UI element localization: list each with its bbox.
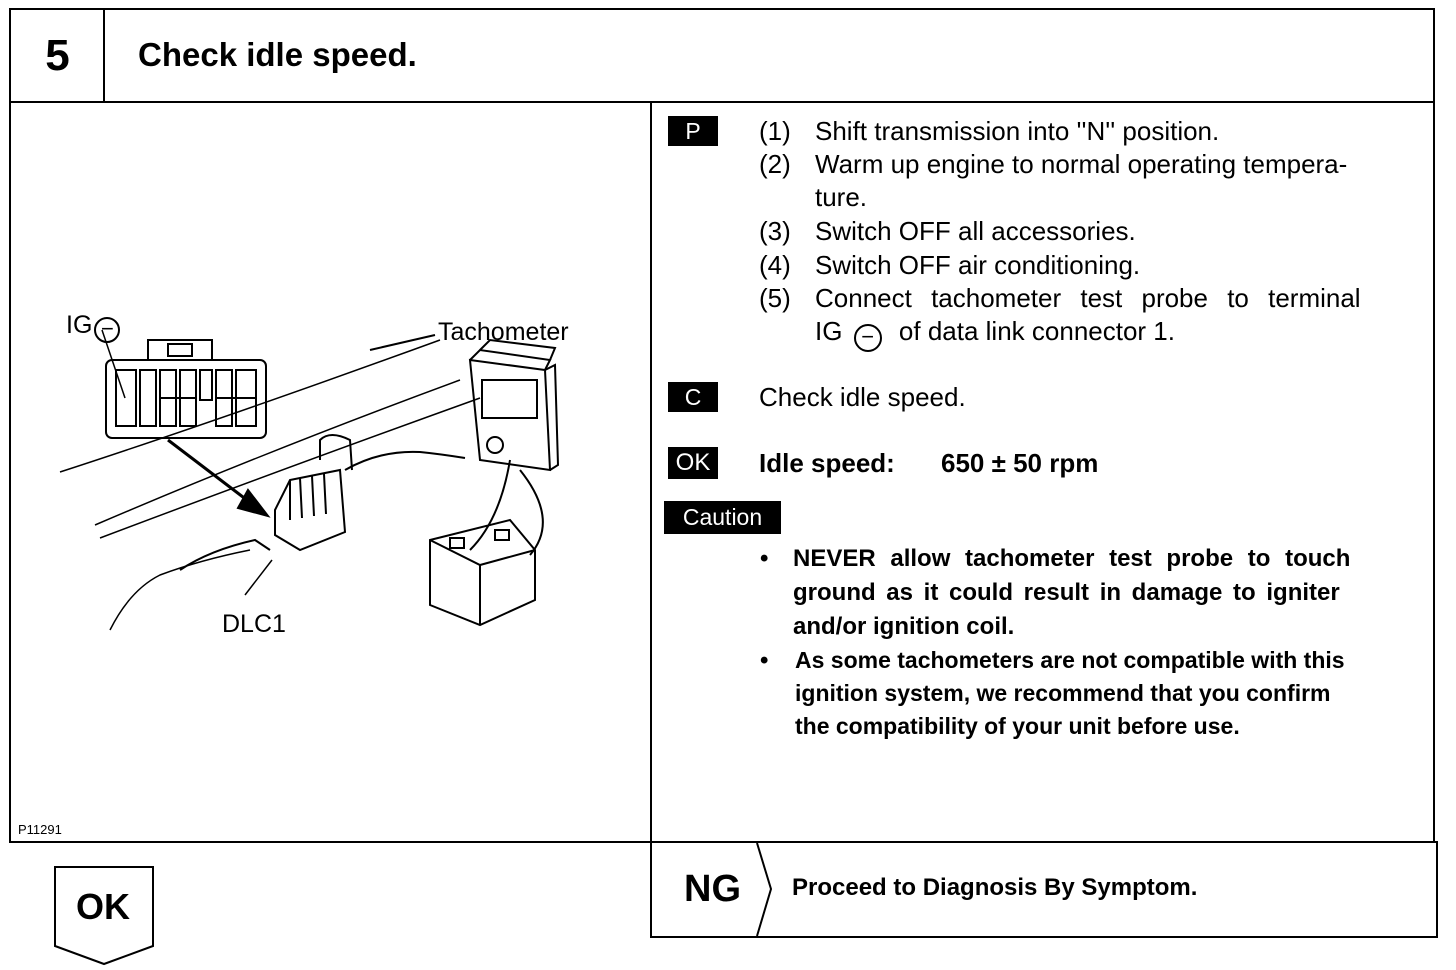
check-text: Check idle speed. bbox=[759, 382, 966, 412]
number-divider bbox=[103, 8, 105, 103]
step-number: 5 bbox=[45, 31, 70, 80]
bullet-icon: • bbox=[760, 647, 769, 674]
procedure-item-text: Connect tachometer test probe to termina… bbox=[815, 283, 1361, 313]
header-divider bbox=[9, 101, 1435, 103]
procedure-item-text: Warm up engine to normal operating tempe… bbox=[815, 149, 1348, 179]
procedure-tag: P bbox=[668, 116, 718, 146]
tachometer-connection-illustration bbox=[59, 329, 560, 631]
procedure-item-num: (4) bbox=[759, 250, 791, 280]
caution-text: and/or ignition coil. bbox=[793, 613, 1015, 640]
dlc1-label: DLC1 bbox=[222, 610, 286, 638]
bullet-icon: • bbox=[760, 545, 769, 572]
ng-text: Proceed to Diagnosis By Symptom. bbox=[792, 874, 1198, 901]
caution-text: ground as it could result in damage to i… bbox=[793, 579, 1340, 606]
idle-speed-label: Idle speed: bbox=[759, 448, 895, 478]
figure-code: P11291 bbox=[18, 822, 62, 837]
tachometer-label: Tachometer bbox=[438, 318, 569, 346]
caution-tag: Caution bbox=[664, 501, 781, 534]
ig-terminal-label: IG− bbox=[66, 311, 121, 343]
ok-tag: OK bbox=[668, 447, 718, 479]
procedure-item-text: Shift transmission into ''N'' position. bbox=[815, 116, 1220, 146]
check-tag: C bbox=[668, 382, 718, 412]
idle-speed-value: 650 ± 50 rpm bbox=[941, 448, 1099, 478]
ng-box bbox=[650, 841, 1438, 938]
procedure-item-num: (1) bbox=[759, 116, 791, 146]
figure-divider bbox=[650, 101, 652, 938]
procedure-item-num: (2) bbox=[759, 149, 791, 179]
ng-label: NG bbox=[684, 868, 741, 910]
caution-text: the compatibility of your unit before us… bbox=[795, 713, 1240, 739]
minus-circle-icon: − bbox=[94, 317, 121, 343]
procedure-item-text-cont: IG − of data link connector 1. bbox=[815, 316, 1175, 352]
step-title: Check idle speed. bbox=[138, 36, 417, 73]
ng-chevron bbox=[756, 843, 773, 936]
procedure-item-text: Switch OFF all accessories. bbox=[815, 216, 1136, 246]
procedure-item-num: (5) bbox=[759, 283, 791, 313]
caution-text: NEVER allow tachometer test probe to tou… bbox=[793, 545, 1351, 572]
caution-text: As some tachometers are not compatible w… bbox=[795, 647, 1345, 673]
ok-arrow-label: OK bbox=[76, 886, 130, 927]
ok-arrow-shape bbox=[54, 866, 154, 966]
minus-circle-icon: − bbox=[853, 324, 882, 352]
caution-text: ignition system, we recommend that you c… bbox=[795, 680, 1331, 706]
procedure-item-text-cont: ture. bbox=[815, 182, 868, 212]
procedure-item-num: (3) bbox=[759, 216, 791, 246]
procedure-item-text: Switch OFF air conditioning. bbox=[815, 250, 1141, 280]
